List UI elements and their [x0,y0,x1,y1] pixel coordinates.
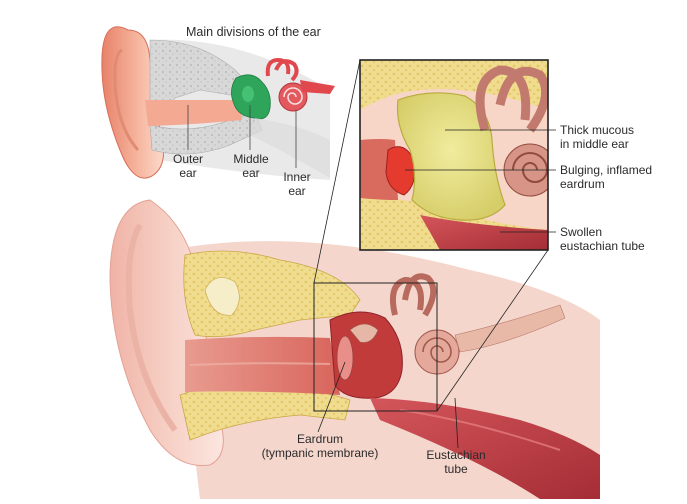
eardrum-membrane [336,335,354,381]
label-thick-mucous: Thick mucous in middle ear [560,123,634,151]
label-bulging-eardrum: Bulging, inflamed eardrum [560,163,652,191]
label-swollen-tube-line1: Swollen [560,225,603,239]
label-thick-mucous-line1: Thick mucous [560,123,635,137]
label-middle-ear: Middle ear [230,152,272,180]
inset-frame [359,59,549,251]
label-thick-mucous-line2: in middle ear [560,137,629,151]
label-swollen-tube: Swollen eustachian tube [560,225,645,253]
large-ear-illustration [109,199,600,500]
inset-semicircular-canals [475,65,548,133]
bottom-leader-lines [317,361,459,449]
label-eardrum: Eardrum (tympanic membrane) [255,432,385,460]
label-inner-ear-line1: Inner [283,170,311,184]
label-outer-ear-line2: ear [179,166,197,180]
diagram-title: Main divisions of the ear [186,25,321,39]
label-bulging-eardrum-line1: Bulging, inflamed [560,163,653,177]
label-middle-ear-line1: Middle [233,152,269,166]
mucous-fluid [396,92,506,221]
inflamed-eardrum [385,146,416,196]
semicircular-canals [390,273,437,317]
small-ear-illustration [101,26,335,181]
top-leader-lines [187,105,297,168]
label-outer-ear: Outer ear [168,152,208,180]
inset-leader-lines [405,129,556,233]
inner-ear-cochlea [265,57,335,112]
zoom-region-box [313,282,438,412]
label-eustachian-tube-line1: Eustachian [426,448,486,462]
label-middle-ear-line2: ear [242,166,260,180]
label-swollen-tube-line2: eustachian tube [560,239,645,253]
label-bulging-eardrum-line2: eardrum [560,177,605,191]
label-outer-ear-line1: Outer [172,152,203,166]
label-eardrum-line1: Eardrum [296,432,343,446]
label-inner-ear-line2: ear [288,184,306,198]
label-inner-ear: Inner ear [277,170,317,198]
label-eardrum-line2: (tympanic membrane) [261,446,379,460]
label-eustachian-tube-line2: tube [444,462,468,476]
label-eustachian-tube: Eustachian tube [420,448,492,476]
zoom-connector-lines [313,59,549,412]
inset-detail [359,59,549,251]
